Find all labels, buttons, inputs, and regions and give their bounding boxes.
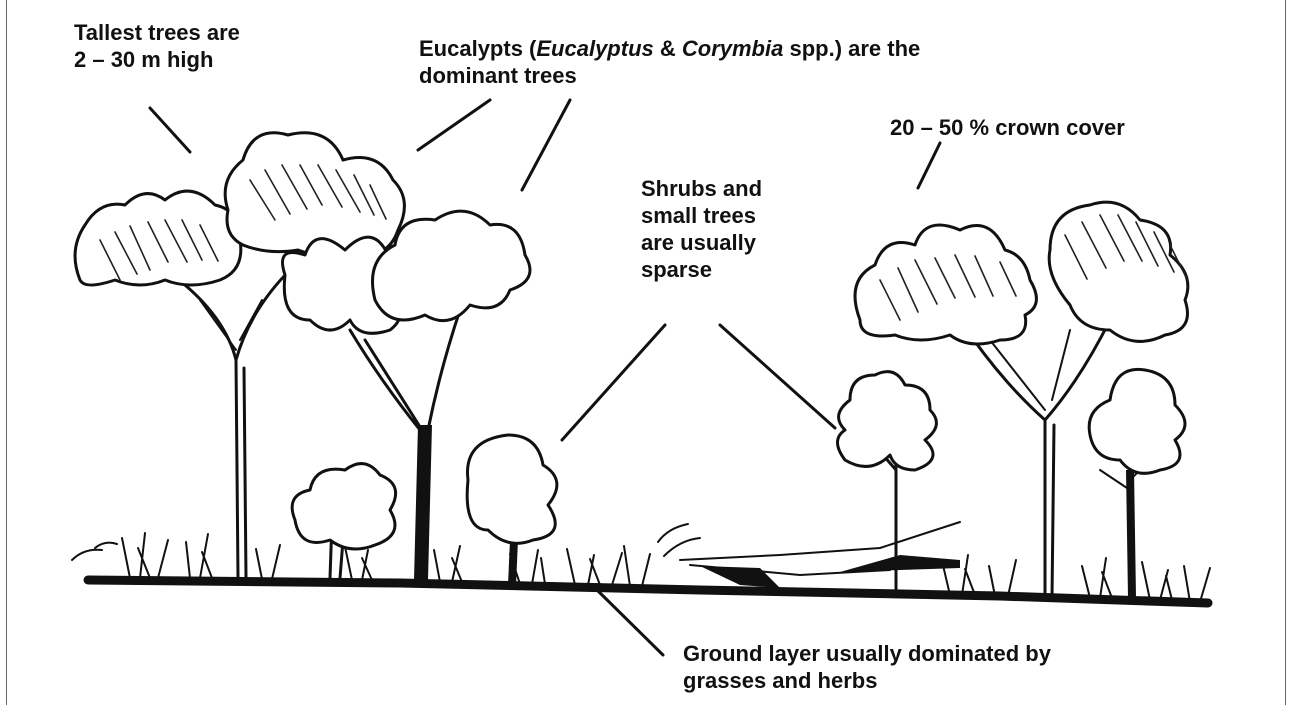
genus-corymbia: Corymbia bbox=[682, 36, 783, 61]
small-tree-middle bbox=[467, 435, 557, 585]
leader-shrubs-left bbox=[562, 325, 665, 440]
label-shrubs-line1: Shrubs and bbox=[641, 175, 762, 202]
label-shrubs-line4: sparse bbox=[641, 256, 762, 283]
label-tallest-line1: Tallest trees are bbox=[74, 19, 240, 46]
label-ground-line2: grasses and herbs bbox=[683, 667, 1051, 694]
label-shrubs: Shrubs and small trees are usually spars… bbox=[641, 175, 762, 283]
label-eucalypts-line2: dominant trees bbox=[419, 62, 920, 89]
leader-crown-cover bbox=[918, 143, 940, 188]
label-eucalypts: Eucalypts (Eucalyptus & Corymbia spp.) a… bbox=[419, 35, 920, 89]
label-tallest-trees: Tallest trees are 2 – 30 m high bbox=[74, 19, 240, 73]
leader-ground bbox=[595, 588, 663, 655]
leader-eucalypts-a bbox=[418, 100, 490, 150]
label-eucalypts-line1: Eucalypts (Eucalyptus & Corymbia spp.) a… bbox=[419, 35, 920, 62]
small-tree-far-right bbox=[1089, 369, 1185, 598]
label-ground-layer: Ground layer usually dominated by grasse… bbox=[683, 640, 1051, 694]
genus-eucalyptus: Eucalyptus bbox=[536, 36, 653, 61]
label-crown-cover: 20 – 50 % crown cover bbox=[890, 114, 1125, 141]
label-shrubs-line3: are usually bbox=[641, 229, 762, 256]
shrub-left bbox=[292, 464, 395, 578]
label-tallest-line2: 2 – 30 m high bbox=[74, 46, 240, 73]
label-ground-line1: Ground layer usually dominated by bbox=[683, 640, 1051, 667]
leader-tallest bbox=[150, 108, 190, 152]
label-shrubs-line2: small trees bbox=[641, 202, 762, 229]
leader-eucalypts-b bbox=[522, 100, 570, 190]
ground-line bbox=[88, 580, 1208, 603]
leader-shrubs-right bbox=[720, 325, 835, 428]
fallen-log bbox=[680, 522, 960, 588]
